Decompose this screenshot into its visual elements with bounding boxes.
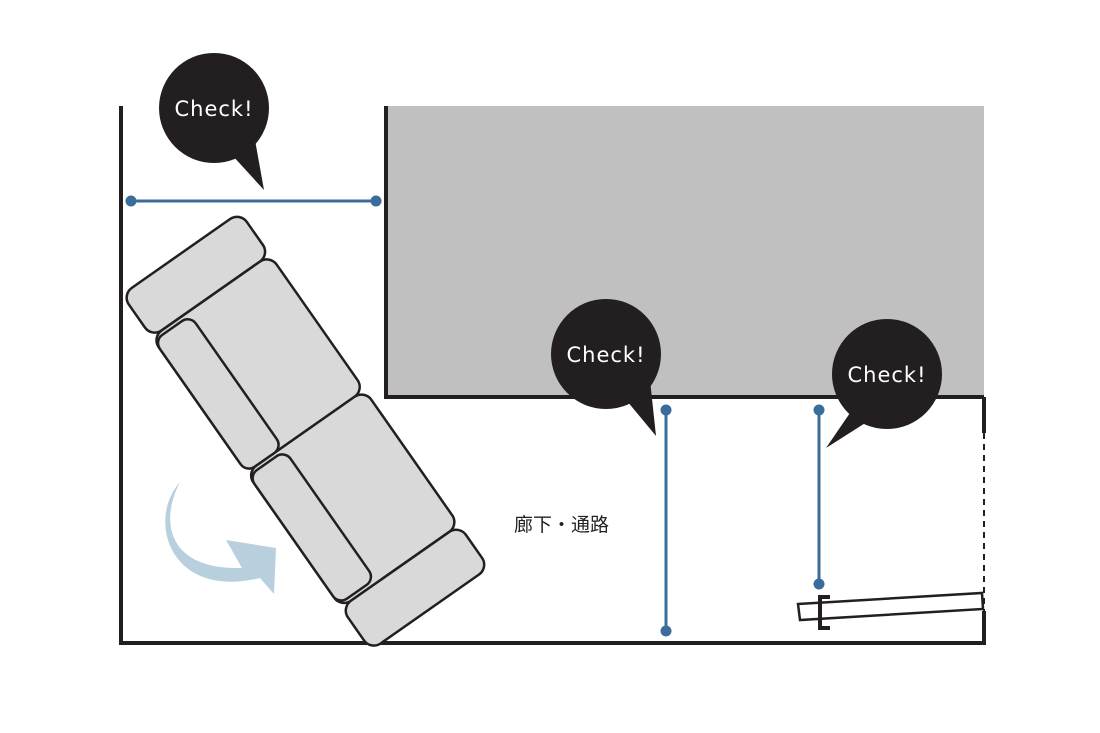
callout-text-2: Check!	[566, 343, 645, 367]
callout-bubble-1: Check!	[159, 53, 269, 190]
callout-text-1: Check!	[174, 97, 253, 121]
sofa-back-bottom	[251, 453, 373, 602]
rotate-arrow-icon	[165, 482, 276, 594]
door	[796, 591, 985, 630]
callout-bubble-3: Check!	[826, 319, 942, 448]
sofa	[125, 215, 486, 647]
walls	[119, 106, 986, 645]
corridor-label: 廊下・通路	[514, 514, 609, 536]
measure-line-door	[813, 404, 825, 590]
sofa-back-top	[156, 318, 280, 470]
callout-bubble-2: Check!	[551, 299, 661, 436]
callout-text-3: Check!	[847, 363, 926, 387]
measure-line-entrance	[125, 195, 382, 207]
measure-lines	[125, 195, 825, 637]
measure-line-corridor	[660, 404, 672, 637]
sofa-armrest-bottom	[344, 528, 486, 647]
